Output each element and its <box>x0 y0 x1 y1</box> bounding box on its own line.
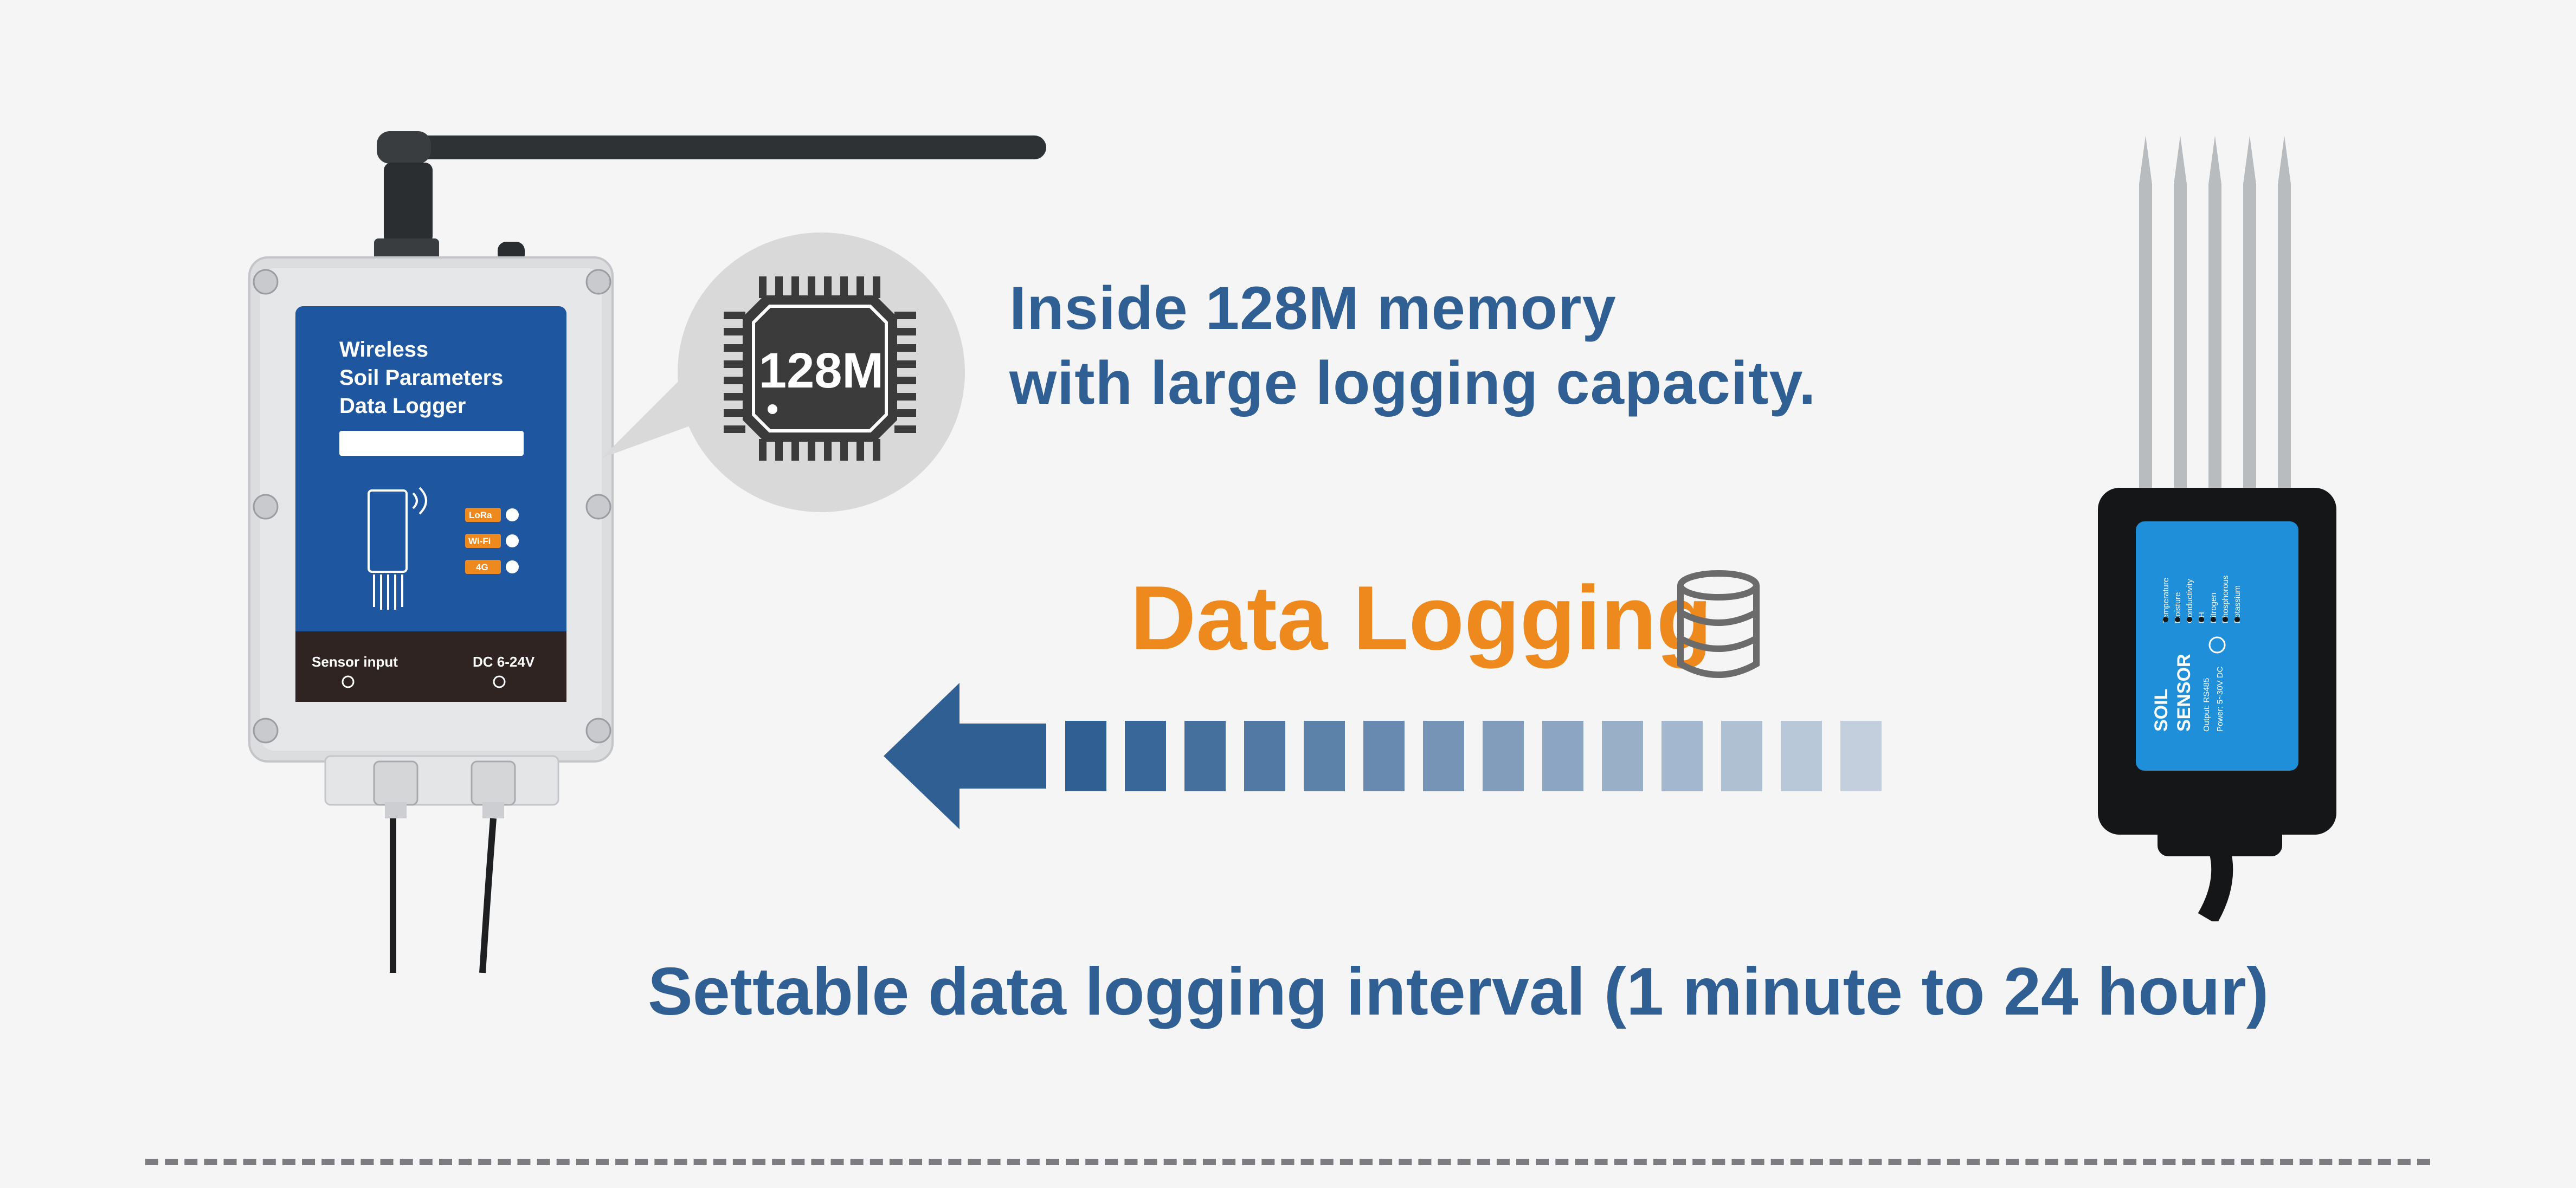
soil-sensor-device: Temperature Moisture Conductivity PH Nit… <box>2098 135 2336 921</box>
sensor-param-2: Conductivity <box>2185 579 2194 623</box>
logger-title-line2: Soil Parameters <box>339 366 503 390</box>
cable-gland-right <box>471 760 516 973</box>
led-label-lora: LoRa <box>469 510 492 520</box>
sensor-name-line2: SENSOR <box>2174 654 2194 732</box>
sensor-param-0: Temperature <box>2161 578 2171 623</box>
logger-title-line3: Data Logger <box>339 394 466 418</box>
led-4g: 4G <box>465 560 519 574</box>
sensor-input-label: Sensor input <box>312 654 398 670</box>
sensor-output-label: Output: RS485 <box>2202 678 2211 732</box>
sensor-param-4: Nitrogen <box>2209 592 2218 623</box>
led-label-4g: 4G <box>476 562 488 572</box>
chip-label: 128M <box>759 343 884 398</box>
cable-gland-left <box>373 760 418 973</box>
led-lora: LoRa <box>465 508 519 522</box>
led-label-wifi: Wi-Fi <box>468 536 491 546</box>
sensor-name-line1: SOIL <box>2151 689 2172 732</box>
sensor-param-1: Moisture <box>2173 592 2182 623</box>
antenna-icon <box>374 131 1046 260</box>
memory-bubble: 128M <box>602 233 965 512</box>
logger-title-line1: Wireless <box>339 338 428 361</box>
chip-icon: 128M <box>724 276 916 461</box>
arrow-trail-blocks <box>1065 721 1882 791</box>
arrow-head-icon <box>884 683 1046 829</box>
ce-mark-icon <box>2208 636 2226 654</box>
sensor-param-6: Potassium <box>2233 585 2242 623</box>
dashed-divider <box>145 1159 2430 1165</box>
memory-line-2: with large logging capacity. <box>1009 349 1817 417</box>
interval-description: Settable data logging interval (1 minute… <box>648 954 2269 1029</box>
sensor-pictogram-icon <box>368 487 427 610</box>
memory-description: Inside 128M memory with large logging ca… <box>1009 271 1931 421</box>
sensor-param-5: Phosphorous <box>2221 576 2230 623</box>
memory-line-1: Inside 128M memory <box>1009 274 1617 342</box>
data-flow-arrow <box>884 683 1882 829</box>
data-logger-device: Wireless Soil Parameters Data Logger LoR… <box>248 131 1046 973</box>
power-label: DC 6-24V <box>473 654 535 670</box>
database-icon <box>1677 570 1760 678</box>
sensor-power-label: Power: 5~30V DC <box>2216 666 2225 732</box>
data-logging-title: Data Logging <box>1130 567 1712 669</box>
led-wifi: Wi-Fi <box>465 534 519 548</box>
logger-name-plate <box>339 431 524 456</box>
sensor-probes <box>2139 135 2291 490</box>
